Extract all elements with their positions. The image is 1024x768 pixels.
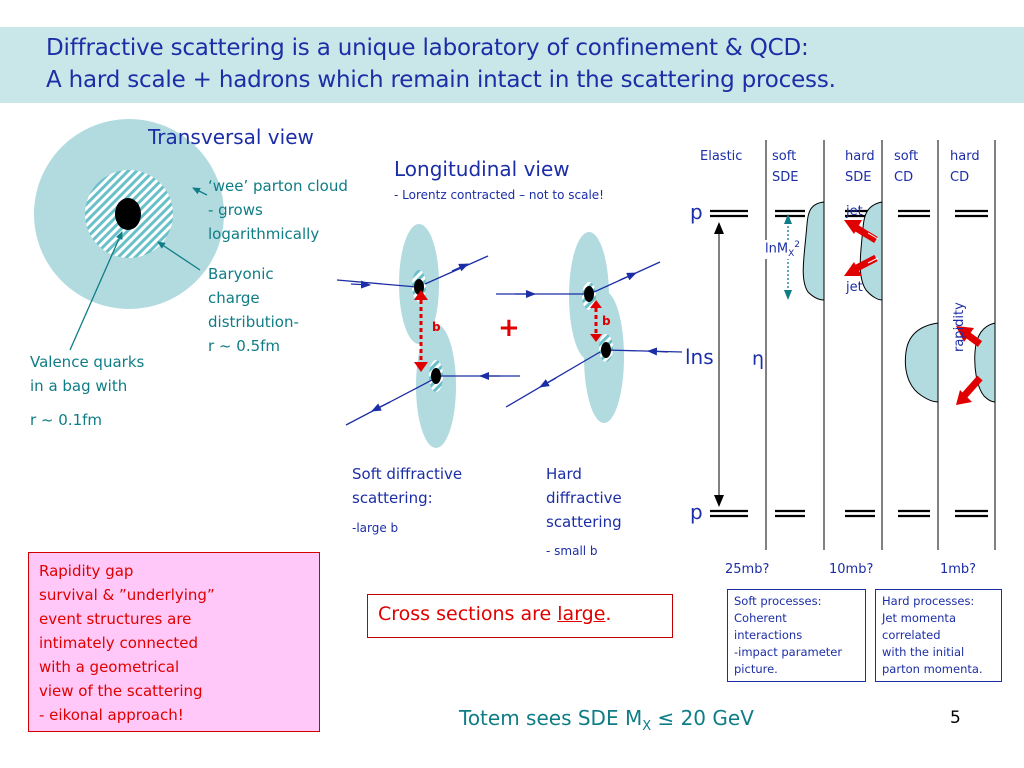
rapidity-diagram [710, 140, 996, 550]
cross-sections-box: Cross sections are large. [367, 594, 673, 638]
soft-diff-line-1: Soft diffractive [352, 465, 463, 483]
cross-section-elastic: 25mb? [725, 562, 770, 577]
cross-text-before: Cross sections are [378, 603, 558, 625]
jet-label-2: jet [846, 280, 863, 295]
soft-diff-line-2: scattering: [352, 489, 433, 507]
col-hard-cd-2: CD [950, 170, 970, 185]
b-label-soft: b [432, 320, 441, 334]
hard-diff-line-3: scattering [546, 513, 622, 531]
proton-bottom-label: p [690, 500, 703, 524]
col-hard-sde-1: hard [845, 149, 875, 164]
totem-sub: X [642, 719, 652, 734]
hard-processes-box: Hard processes: Jet momenta correlated w… [875, 589, 1002, 682]
soft-proc-line-4: -impact parameter [734, 645, 843, 659]
proton-top-label: p [690, 200, 703, 224]
soft-proc-line-2: Coherent [734, 611, 787, 625]
rapidity-axis-label: rapidity [952, 302, 967, 352]
cross-text-underlined: large [557, 603, 606, 625]
cross-section-cd: 1mb? [940, 562, 977, 577]
valence-radius: r ~ 0.1fm [30, 411, 103, 429]
page-number: 5 [950, 708, 961, 728]
gap-line-3: event structures are [39, 610, 192, 628]
transversal-proton [34, 119, 224, 351]
col-hard-sde-2: SDE [845, 170, 872, 185]
valence-line-2: in a bag with [30, 377, 128, 395]
transversal-title: Transversal view [148, 125, 314, 149]
eta-symbol: η [752, 348, 765, 370]
cross-sections-text: Cross sections are large. [378, 603, 611, 625]
wee-line-2: - grows [208, 201, 263, 219]
gap-line-4: intimately connected [39, 634, 198, 652]
lnmx-label: lnMX2 [764, 240, 801, 259]
hard-proc-line-1: Hard processes: [882, 594, 975, 608]
hard-proc-line-3: correlated [882, 628, 941, 642]
totem-text: Totem sees SDE M [459, 706, 643, 730]
lns-label: lns [685, 345, 714, 369]
hard-proc-line-4: with the initial [882, 645, 965, 659]
hard-diff-line-2: diffractive [546, 489, 622, 507]
col-elastic: Elastic [700, 149, 743, 164]
hard-proc-line-2: Jet momenta [882, 611, 956, 625]
gap-line-5: with a geometrical [39, 658, 180, 676]
wee-parton-label: ‘wee’ parton cloud - grows logarithmical… [208, 174, 348, 246]
baryonic-line-2: charge [208, 289, 260, 307]
baryonic-label: Baryonic charge distribution- r ~ 0.5fm [208, 262, 299, 358]
baryonic-line-4: r ~ 0.5fm [208, 337, 281, 355]
col-soft-cd-1: soft [894, 149, 919, 164]
lnmx-sup: 2 [794, 240, 800, 250]
soft-diffractive-sketch [336, 224, 520, 448]
totem-statement: Totem sees SDE MX ≤ 20 GeV [459, 706, 754, 734]
header-line-1: Diffractive scattering is a unique labor… [46, 35, 809, 61]
cross-section-sde: 10mb? [829, 562, 874, 577]
gap-line-7: - eikonal approach! [39, 706, 184, 724]
totem-rest: ≤ 20 GeV [651, 706, 754, 730]
rapidity-gap-box: Rapidity gap survival & ”underlying” eve… [28, 552, 320, 732]
hard-proc-line-5: parton momenta. [882, 662, 983, 676]
jet-label-1: jet [846, 204, 863, 219]
slide-header: Diffractive scattering is a unique labor… [0, 27, 1024, 103]
hard-diffractive-sketch [496, 232, 683, 423]
lnmx-sub: X [788, 248, 795, 259]
soft-diffractive-note: -large b [352, 521, 399, 535]
cross-text-after: . [605, 603, 612, 625]
baryonic-line-3: distribution- [208, 313, 299, 331]
col-hard-cd-1: hard [950, 149, 980, 164]
hard-diffractive-label: Hard diffractive scattering [546, 462, 622, 534]
soft-processes-box: Soft processes: Coherent interactions -i… [727, 589, 866, 682]
baryonic-line-1: Baryonic [208, 265, 274, 283]
hard-diff-line-1: Hard [546, 465, 582, 483]
gap-line-2: survival & ”underlying” [39, 586, 215, 604]
b-label-hard: b [602, 314, 611, 328]
wee-line-1: ‘wee’ parton cloud [208, 177, 348, 195]
hard-diffractive-note: - small b [546, 544, 598, 558]
wee-line-3: logarithmically [208, 225, 320, 243]
col-soft-sde-2: SDE [772, 170, 799, 185]
gap-line-6: view of the scattering [39, 682, 203, 700]
plus-sign: + [498, 313, 520, 343]
valence-label: Valence quarks in a bag with [30, 350, 144, 398]
soft-proc-line-1: Soft processes: [734, 594, 822, 608]
soft-proc-line-5: picture. [734, 662, 778, 676]
col-soft-cd-2: CD [894, 170, 914, 185]
longitudinal-subtitle: - Lorentz contracted – not to scale! [394, 188, 604, 202]
valence-line-1: Valence quarks [30, 353, 145, 371]
soft-diffractive-label: Soft diffractive scattering: [352, 462, 462, 510]
longitudinal-title: Longitudinal view [394, 157, 570, 181]
soft-proc-line-3: interactions [734, 628, 803, 642]
col-soft-sde-1: soft [772, 149, 797, 164]
header-line-2: A hard scale + hadrons which remain inta… [46, 67, 836, 93]
gap-line-1: Rapidity gap [39, 562, 134, 580]
lnmx-base: lnM [765, 241, 789, 257]
